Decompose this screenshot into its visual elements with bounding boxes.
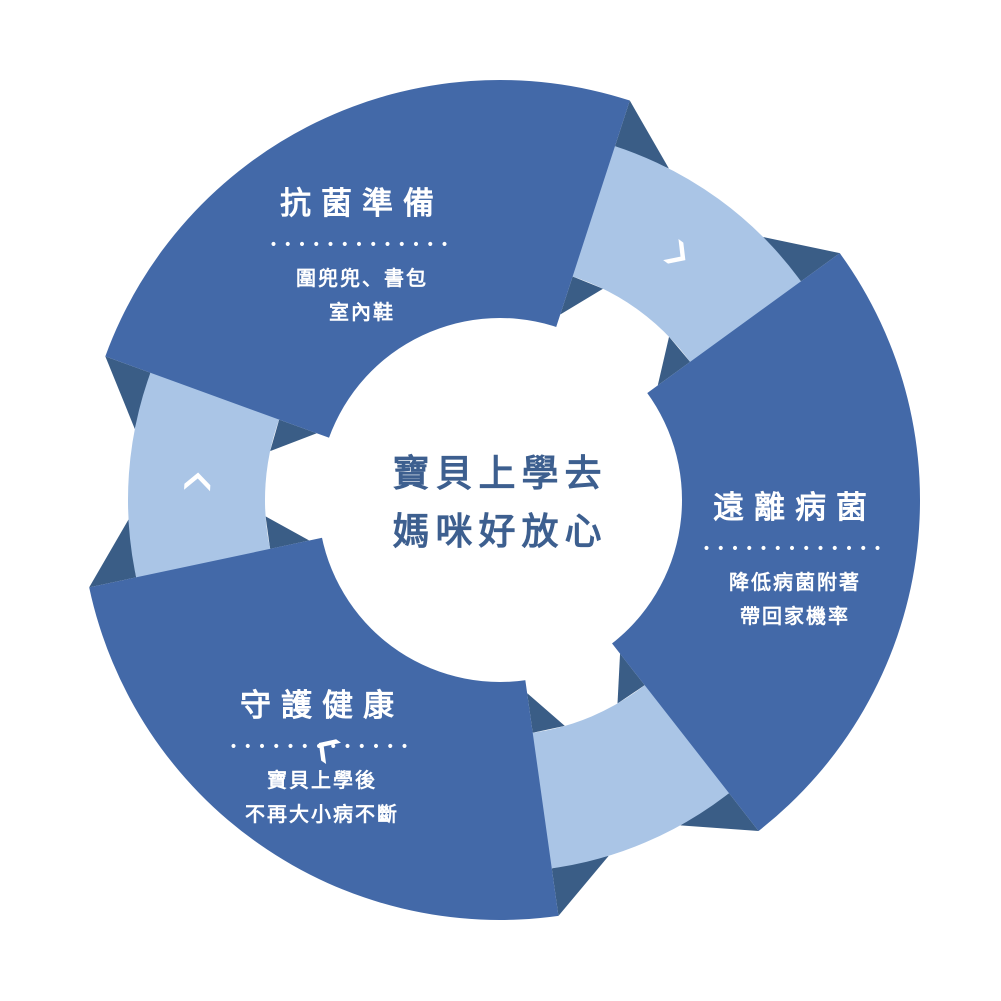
center-message: 寶貝上學去 媽咪好放心 — [393, 445, 608, 561]
segment-text: 降低病菌附著 — [728, 570, 861, 594]
fold-shadow — [763, 236, 840, 282]
segment-text: 室內鞋 — [328, 300, 395, 324]
segment-protect-health: 守護健康 ••••••••••••• 寶貝上學後 不再大小病不斷 — [229, 680, 414, 831]
segment-avoid-germs: 遠離病菌 ••••••••••••• 降低病菌附著 帶回家機率 — [702, 482, 887, 633]
center-line: 媽咪好放心 — [392, 510, 608, 553]
segment-antibacterial: 抗菌準備 ••••••••••••• 圍兜兜、書包 室內鞋 — [269, 178, 454, 329]
segment-text: 寶貝上學後 — [266, 768, 377, 792]
fold-shadow — [551, 855, 609, 916]
dotted-divider: ••••••••••••• — [702, 541, 888, 557]
chevron-right-icon — [663, 239, 686, 264]
chevron-up-icon — [184, 472, 211, 492]
segment-title: 抗菌準備 — [279, 186, 444, 222]
connector-band — [127, 348, 286, 603]
segment-band — [610, 253, 921, 831]
fold-shadow — [560, 276, 604, 315]
fold-shadow — [89, 519, 137, 588]
fold-shadow — [265, 516, 310, 549]
segment-text: 帶回家機率 — [739, 604, 850, 628]
segment-band — [105, 80, 630, 439]
segment-title: 遠離病菌 — [712, 490, 877, 526]
fold-shadow — [617, 653, 645, 704]
fold-shadow — [527, 693, 565, 733]
fold-shadow — [680, 793, 759, 831]
fold-shadow — [270, 419, 317, 452]
segment-title: 守護健康 — [239, 688, 404, 724]
connector-band — [556, 139, 816, 376]
fold-shadow — [657, 336, 691, 386]
chevron-left-icon — [318, 739, 342, 765]
segment-text: 不再大小病不斷 — [244, 802, 399, 826]
dotted-divider: ••••••••••••• — [229, 739, 415, 755]
center-circle — [318, 318, 682, 682]
segment-band — [89, 537, 559, 920]
dotted-divider: ••••••••••••• — [269, 237, 455, 253]
center-line: 寶貝上學去 — [392, 452, 608, 495]
segment-text: 圍兜兜、書包 — [295, 266, 428, 290]
